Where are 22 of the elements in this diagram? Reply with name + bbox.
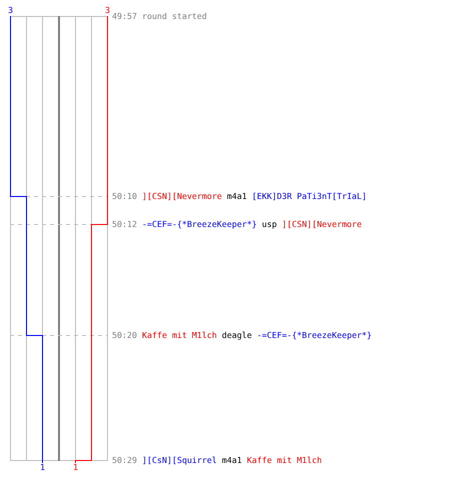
event-text: round started	[142, 12, 207, 20]
weapon-name: m4a1	[226, 192, 247, 200]
player-name: ][CSN][Nevermore	[142, 192, 222, 200]
player-name: Kaffe mit M1lch	[246, 456, 322, 464]
time-label: 50:12	[112, 220, 137, 228]
player-count: 3	[8, 6, 13, 14]
player-count: 1	[73, 462, 78, 472]
weapon-name: deagle	[222, 330, 252, 340]
player-name: ][CSN][Nevermore	[282, 220, 362, 228]
time-label: 50:10	[112, 192, 137, 200]
time-label: 50:20	[112, 330, 137, 340]
player-name: -=CEF=-{*BreezeKeeper*}	[142, 220, 257, 228]
player-name: Kaffe mit M1lch	[142, 330, 217, 340]
time-label: 49:57	[112, 12, 137, 20]
player-name: [EKK]D3R PaTi3nT[TrIaL]	[252, 192, 367, 200]
player-name: ][CsN][Squirrel	[142, 456, 217, 464]
player-count: 3	[105, 6, 110, 14]
weapon-name: m4a1	[222, 456, 242, 464]
weapon-name: usp	[262, 220, 277, 228]
time-label: 50:29	[112, 456, 137, 464]
player-count: 1	[40, 462, 45, 472]
player-name: -=CEF=-{*BreezeKeeper*}	[256, 330, 372, 340]
